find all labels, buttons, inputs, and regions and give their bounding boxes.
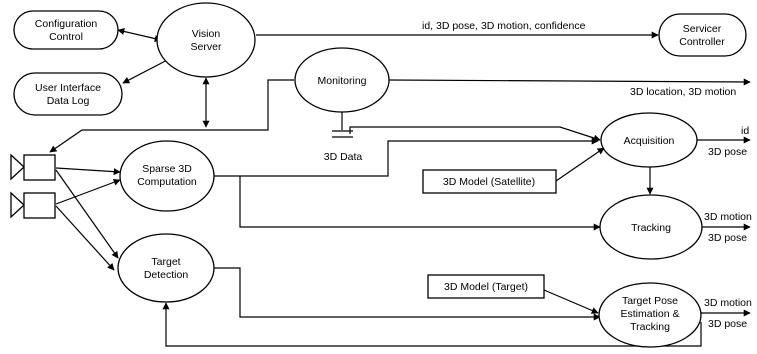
model-satellite-label: 3D Model (Satellite) — [443, 176, 535, 188]
vision-server-node: Vision Server — [156, 2, 256, 78]
edge-satellite-acquisition — [555, 147, 605, 182]
target-pose-node: Target Pose Estimation & Tracking — [598, 282, 702, 348]
servicer-controller-label-1: Servicer — [683, 23, 722, 35]
model-target-node: 3D Model (Target) — [427, 274, 545, 299]
model-satellite-node: 3D Model (Satellite) — [422, 169, 557, 194]
target-pose-motion-label: 3D motion — [704, 297, 752, 309]
server-output-label: id, 3D pose, 3D motion, confidence — [422, 20, 586, 32]
monitoring-node: Monitoring — [294, 47, 390, 113]
acquisition-label: Acquisition — [624, 135, 675, 147]
target-pose-pose-label: 3D pose — [708, 318, 747, 330]
target-pose-label-1: Target Pose — [622, 295, 678, 307]
nodes: Configuration Control Vision Server Serv… — [10, 2, 747, 348]
user-interface-node: User Interface Data Log — [13, 72, 123, 116]
edge-cam2-sparse — [55, 178, 121, 205]
edge-monitoring-output — [388, 78, 751, 86]
servicer-controller-node: Servicer Controller — [658, 13, 747, 57]
edge-monitoring-camera — [49, 79, 294, 153]
edges — [49, 28, 751, 347]
acquisition-pose-label: 3D pose — [708, 146, 747, 158]
user-interface-label-1: User Interface — [35, 82, 101, 94]
target-detection-label-1: Target — [151, 256, 180, 268]
edge-sparse-acquisition — [214, 137, 599, 177]
tracking-node: Tracking — [599, 194, 703, 260]
target-pose-label-2: Estimation & — [621, 308, 680, 320]
edge-cam1-detection — [55, 169, 119, 259]
tracking-label: Tracking — [631, 222, 671, 234]
sparse-3d-label-2: Computation — [137, 176, 197, 188]
edge-pose-detection-feedback — [162, 302, 702, 347]
user-interface-label-2: Data Log — [47, 95, 90, 107]
sparse-3d-label-1: Sparse 3D — [142, 163, 192, 175]
data-store-label: 3D Data — [324, 151, 363, 163]
edge-config-vision — [117, 28, 162, 42]
monitoring-label: Monitoring — [317, 75, 366, 87]
target-pose-label-3: Tracking — [630, 321, 670, 333]
vision-server-label-1: Vision — [192, 28, 221, 40]
tracking-pose-label: 3D pose — [708, 232, 747, 244]
config-control-node: Configuration Control — [13, 10, 119, 50]
edge-cam1-sparse — [55, 167, 121, 176]
camera-1 — [10, 153, 56, 181]
edge-sparse-tracking — [239, 176, 601, 231]
edge-store-acquisition — [349, 126, 601, 142]
edge-labels: id, 3D pose, 3D motion, confidence 3D lo… — [422, 20, 752, 330]
edge-detection-pose — [214, 267, 601, 321]
config-control-label-1: Configuration — [35, 18, 98, 30]
model-target-label: 3D Model (Target) — [444, 281, 528, 293]
data-store-node: 3D Data — [324, 130, 363, 163]
edge-model-pose — [543, 289, 599, 314]
acquisition-id-label: id — [741, 125, 749, 137]
acquisition-node: Acquisition — [600, 112, 698, 168]
sparse-3d-node: Sparse 3D Computation — [119, 140, 215, 212]
vision-server-label-2: Server — [191, 41, 222, 53]
tracking-motion-label: 3D motion — [704, 211, 752, 223]
config-control-label-2: Control — [49, 31, 83, 43]
servicer-controller-label-2: Controller — [679, 36, 725, 48]
target-detection-node: Target Detection — [117, 233, 215, 303]
monitoring-output-label: 3D location, 3D motion — [630, 86, 736, 98]
camera-2 — [10, 191, 56, 219]
edge-cam2-detection — [55, 205, 115, 271]
target-detection-label-2: Detection — [144, 269, 189, 281]
